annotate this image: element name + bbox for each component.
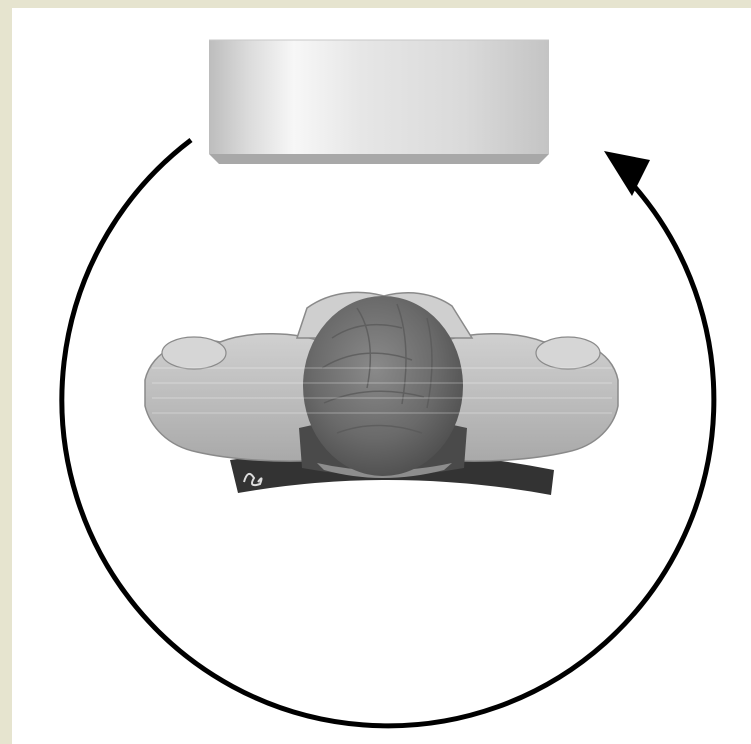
arrowhead-icon bbox=[604, 151, 650, 196]
rotation-diagram bbox=[12, 8, 751, 744]
patient-top-view bbox=[145, 292, 618, 478]
gantry-source bbox=[209, 40, 549, 164]
diagram-panel bbox=[12, 8, 751, 744]
